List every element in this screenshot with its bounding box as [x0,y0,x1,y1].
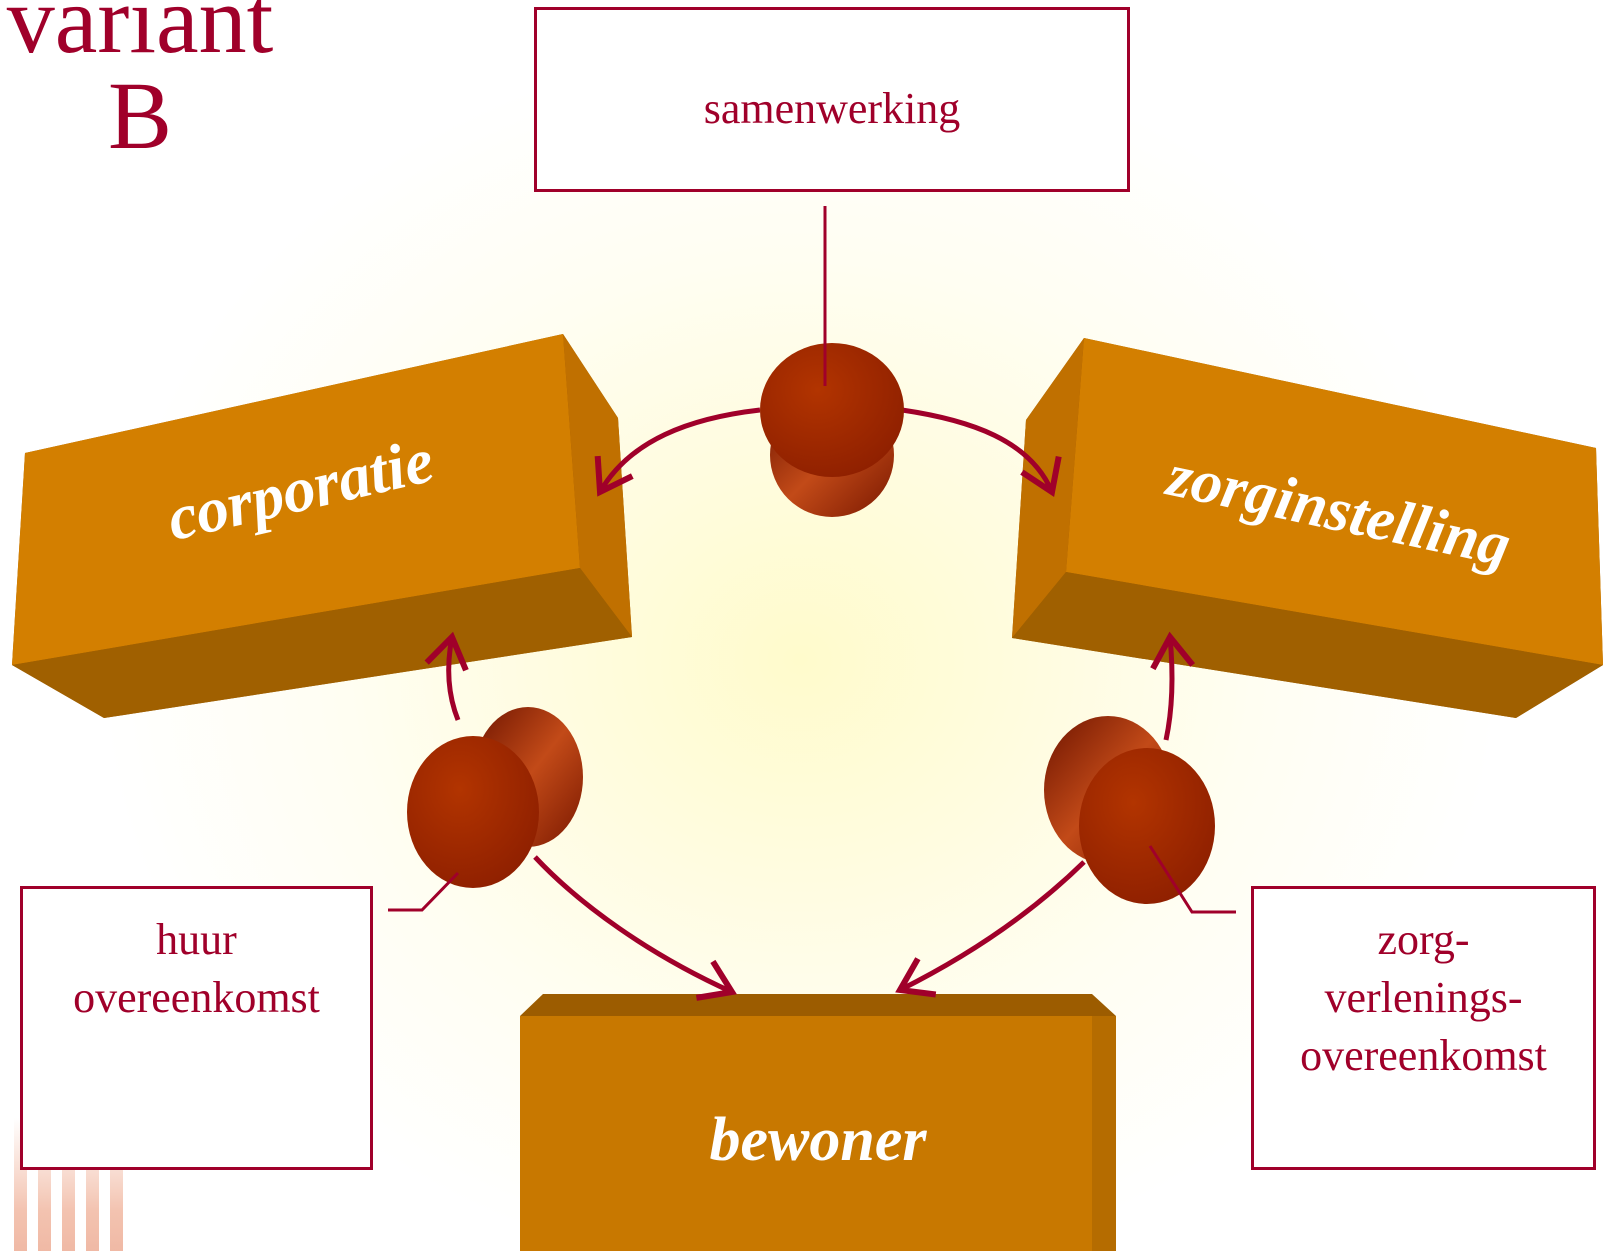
slide-title: variant B [0,0,280,164]
arrow-to-zorginstelling-top [901,407,1062,497]
note-samenwerking-text: samenwerking [703,84,961,133]
title-line-2: B [107,62,173,169]
block-zorginstelling: zorginstelling [1012,338,1603,718]
block-bewoner-label: bewoner [710,1106,928,1174]
note-zorg-line-1: zorg- [1377,915,1470,964]
note-samenwerking: samenwerking [534,7,1130,192]
note-zorg: zorg- verlenings- overeenkomst [1251,886,1596,1170]
block-bewoner: bewoner [520,994,1116,1251]
note-zorg-line-2: verlenings- [1324,973,1523,1022]
note-zorg-line-3: overeenkomst [1300,1031,1547,1080]
arrow-to-bewoner-right [895,860,1086,998]
note-huur: huur overeenkomst [20,886,373,1170]
arrow-to-corporatie-top [594,407,761,497]
connector-zorg [1148,845,1236,914]
arrow-to-corporatie-bottom [424,631,469,721]
note-huur-line-2: overeenkomst [73,973,320,1022]
cylinder-zorg [1044,716,1215,904]
block-corporatie: corporatie [12,334,632,718]
cylinder-huur [407,707,583,888]
title-line-1: variant [6,0,274,73]
arrow-to-zorginstelling-bottom [1150,631,1196,741]
arrow-to-bewoner-left [533,855,737,1001]
note-huur-line-1: huur [156,915,237,964]
cylinder-samenwerking [760,343,904,517]
connector-huur [388,871,460,912]
